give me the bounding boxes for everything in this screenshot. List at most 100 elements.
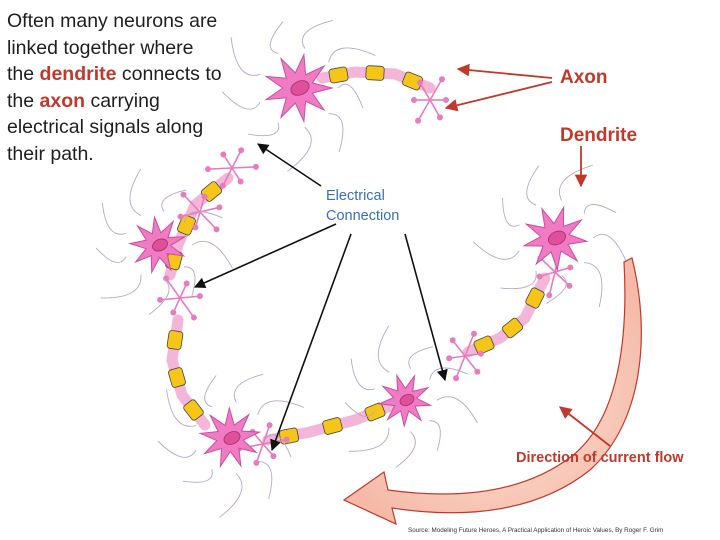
- neuron-nucleus: [290, 80, 310, 96]
- dendrite-branch: [165, 277, 181, 299]
- neuron-nucleus: [399, 393, 415, 407]
- dendrite-bulb: [443, 97, 449, 103]
- dendrite-bulb: [213, 226, 220, 233]
- neuron-nucleus: [152, 238, 168, 252]
- neuron-cell-bodies: [95, 19, 627, 518]
- dendrite-fibre: [233, 373, 264, 403]
- dendrite-bulb: [177, 213, 184, 220]
- dendrite-bulb: [546, 292, 553, 299]
- dendrite-fibre: [129, 168, 142, 216]
- dendrite-bulb: [163, 275, 170, 282]
- dendrite-branch: [231, 149, 242, 169]
- dendrite-branch: [179, 295, 200, 299]
- dendrite-bulb: [252, 163, 259, 170]
- dendrite-fibre: [269, 21, 284, 54]
- dendrite-bulb: [270, 453, 277, 460]
- dendrite-branch: [548, 271, 556, 296]
- dendrite-branch: [464, 355, 478, 373]
- dendrite-fibre: [344, 402, 376, 418]
- intro-text-2: connects to the: [7, 63, 222, 112]
- dendrite-bulb: [446, 355, 453, 362]
- intro-dendrite-word: dendrite: [39, 63, 117, 85]
- dendrite-fibre: [287, 127, 312, 172]
- dendrite-fibre: [328, 113, 344, 152]
- dendrite-bulb: [220, 151, 227, 158]
- myelin-sheath: [183, 399, 204, 421]
- axon-segments: [164, 65, 551, 446]
- dendrite-branch: [207, 167, 233, 170]
- dendrite-fibre: [257, 400, 305, 416]
- dendrite-branch: [417, 99, 431, 122]
- dendrite-fibre: [221, 91, 261, 110]
- neuron-nucleus: [548, 230, 566, 246]
- dendrite-fibre: [429, 367, 469, 380]
- dendrite-branch: [182, 194, 201, 213]
- dendrite-fibre: [182, 468, 213, 483]
- intro-text-3: carrying electrical signals along their …: [7, 89, 204, 165]
- dendrite-bulb: [417, 79, 423, 86]
- electrical-connection-label: Electrical Connection: [326, 186, 436, 226]
- dendrite-branch: [180, 211, 201, 218]
- myelin-sheath: [473, 335, 495, 355]
- electrical-connection-line2: Connection: [326, 208, 400, 224]
- dendrite-bulb: [157, 296, 164, 303]
- dendrite-bulb: [415, 117, 421, 124]
- dendrite-fibre: [472, 241, 520, 260]
- dendrite-terminal: [157, 275, 203, 321]
- dendrite-bulb: [283, 436, 290, 443]
- dendrite-fibre: [248, 122, 280, 137]
- dendrite-label: Dendrite: [560, 125, 638, 146]
- dendrite-bulb: [253, 459, 260, 466]
- dendrite-bulb: [216, 204, 223, 211]
- dendrite-fibre: [257, 460, 273, 499]
- dendrite-fibre: [500, 270, 537, 290]
- dendrite-fibre: [348, 427, 390, 452]
- dendrite-bulb: [183, 280, 190, 287]
- dendrite-branch: [222, 167, 233, 187]
- dendrite-terminals: [157, 76, 574, 466]
- dendrite-fibre: [148, 278, 170, 315]
- dendrite-bulb: [437, 114, 443, 121]
- dendrite-fibre: [377, 325, 390, 373]
- connection-arrow-right: [404, 233, 448, 382]
- myelin-sheath: [168, 367, 186, 388]
- connection-arrow-top: [257, 143, 322, 187]
- intro-axon-word: axon: [39, 89, 86, 112]
- intro-text-1: Often many neurons are linked together w…: [7, 10, 218, 85]
- dendrite-fibre: [301, 19, 333, 49]
- dendrite-bulb: [237, 178, 244, 185]
- myelin-sheath: [525, 287, 545, 309]
- direction-pointer-arrow: [559, 406, 611, 447]
- current-flow-arrow: [342, 257, 642, 526]
- dendrite-fibre: [337, 83, 364, 109]
- dendrite-fibre: [502, 197, 520, 227]
- dendrite-branch: [160, 297, 181, 301]
- dendrite-bulb: [477, 350, 484, 357]
- dendrite-branch: [455, 355, 466, 379]
- myelin-sheath: [501, 317, 524, 339]
- dendrite-fibre: [408, 346, 433, 369]
- dendrite-branch: [255, 443, 264, 464]
- dendrite-branch: [429, 99, 441, 118]
- dendrite-fibre: [429, 420, 441, 451]
- source-citation: Source: Modeling Future Heroes, A Practi…: [408, 527, 664, 534]
- dendrite-branch: [452, 339, 466, 357]
- dendrite-branch: [262, 424, 271, 445]
- dendrite-fibre: [191, 240, 233, 269]
- dendrite-fibre: [101, 202, 127, 235]
- dendrite-fibre: [161, 189, 187, 212]
- connection-arrow-left: [193, 223, 337, 289]
- dendrite-fibre: [350, 358, 376, 391]
- dendrite-branch: [199, 206, 220, 213]
- dendrite-branch: [199, 211, 218, 230]
- electrical-connection-line1: Electrical: [326, 188, 385, 204]
- dendrite-fibre: [157, 440, 197, 458]
- dendrite-branch: [464, 333, 475, 357]
- connection-arrow-bottom: [270, 233, 352, 452]
- dendrite-bulb: [536, 273, 543, 280]
- myelin-sheath: [365, 65, 385, 81]
- dendrite-bulb: [238, 147, 245, 154]
- axon-pointer-arrow-2: [444, 81, 553, 112]
- dendrite-branch: [554, 271, 570, 287]
- dendrite-bulb: [470, 330, 477, 337]
